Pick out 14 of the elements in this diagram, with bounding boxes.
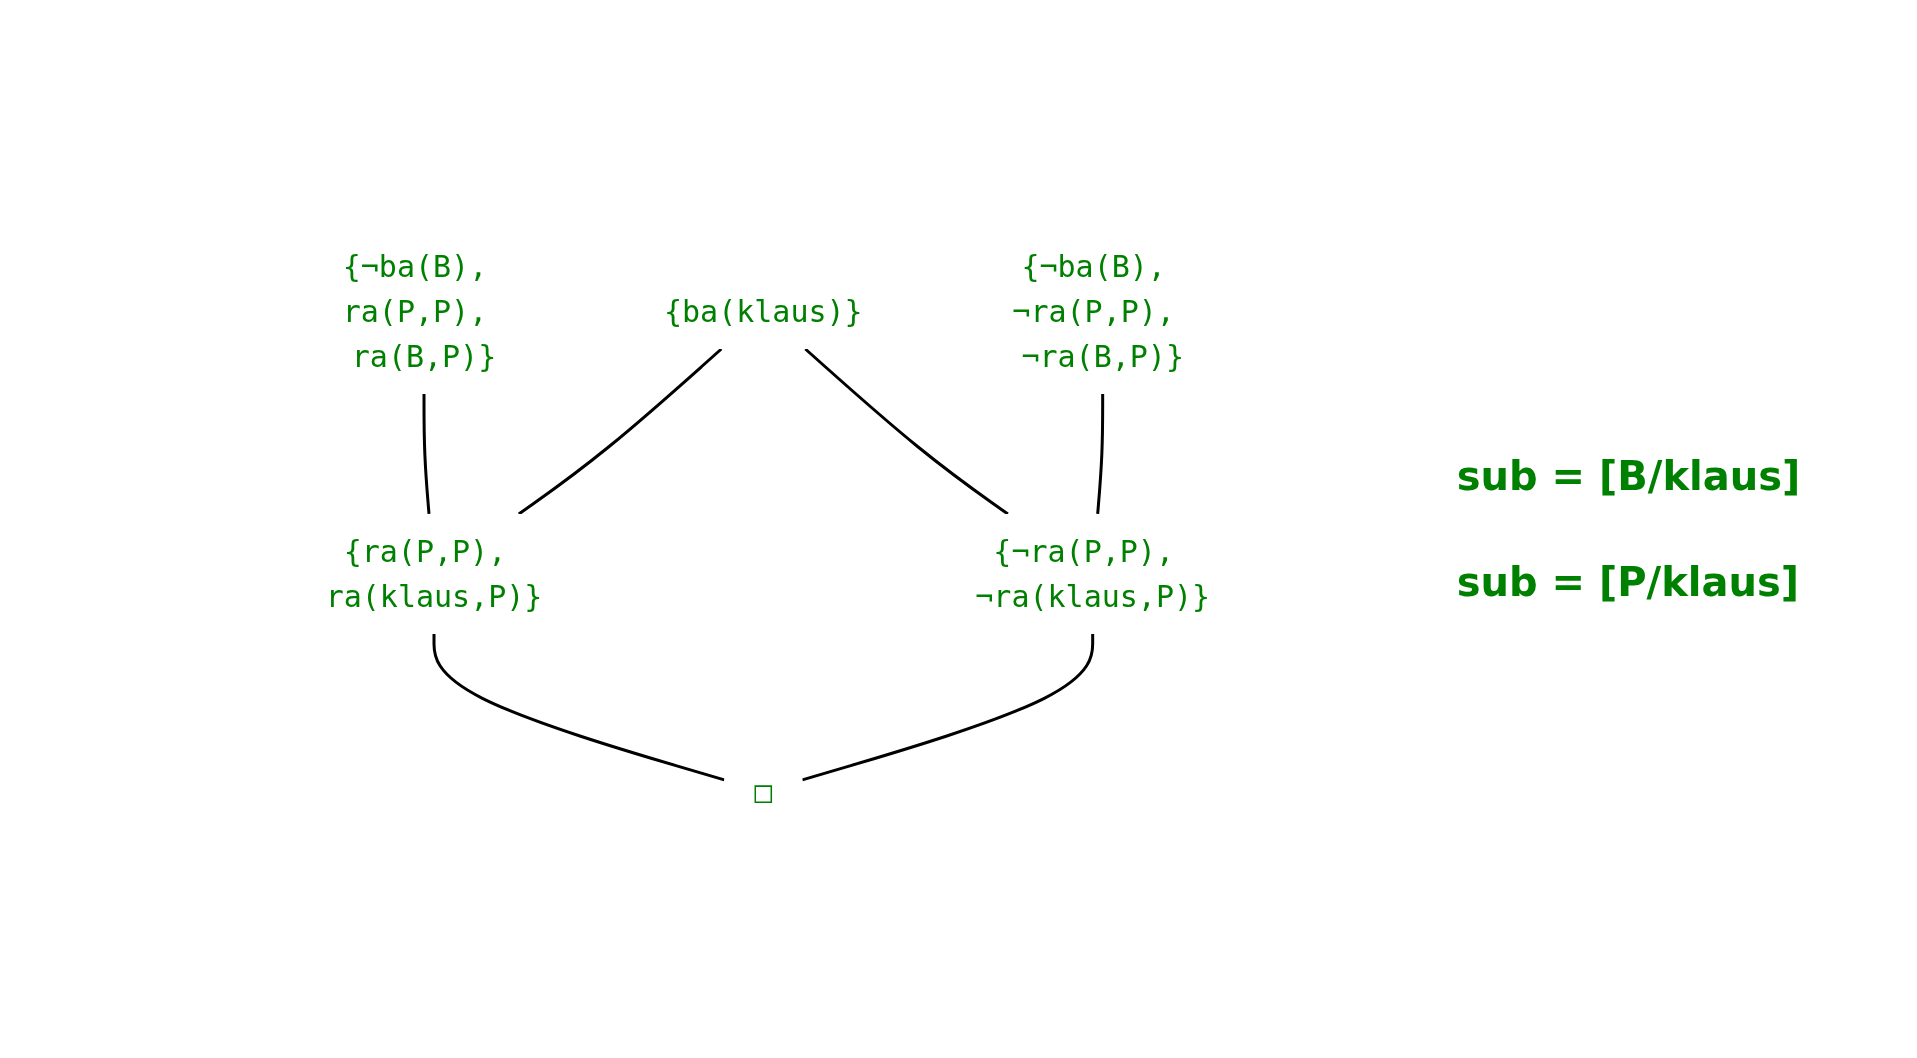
- node-text: □: [753, 773, 773, 809]
- node-text: {¬ba(B), ra(P,P), ra(B,P)}: [342, 249, 496, 374]
- substitution-label: sub = [P/klaus]: [1456, 559, 1801, 605]
- connector: [801, 634, 1094, 782]
- node-text: {¬ra(P,P), ¬ra(klaus,P)}: [974, 533, 1210, 614]
- node-text: {ra(P,P), ra(klaus,P)}: [325, 533, 543, 614]
- substitution-label: sub = [B/klaus]: [1456, 453, 1801, 499]
- connector: [1095, 394, 1104, 515]
- connector: [517, 347, 722, 516]
- connector: [422, 394, 431, 515]
- connector: [432, 634, 725, 782]
- connector: [804, 347, 1009, 516]
- node-text: {¬ba(B), ¬ra(P,P), ¬ra(B,P)}: [1012, 249, 1184, 374]
- node-text: {ba(klaus)}: [663, 294, 863, 329]
